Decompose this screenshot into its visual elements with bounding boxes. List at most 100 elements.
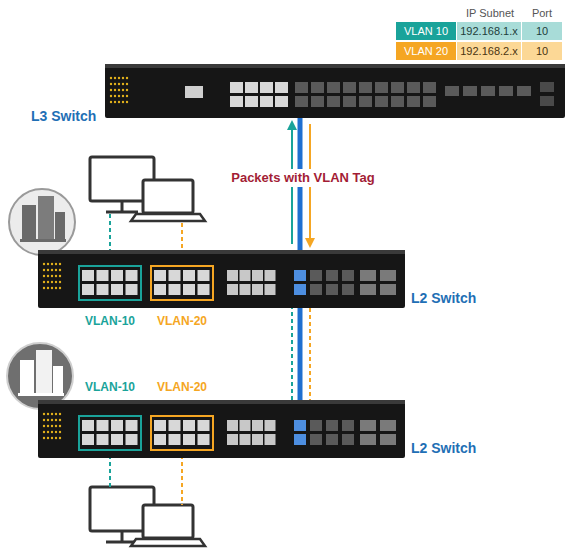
- table-header: IP Subnet: [458, 5, 522, 21]
- table-cell: 192.168.1.x: [457, 22, 521, 40]
- status-led: [55, 419, 57, 421]
- status-led: [59, 281, 61, 283]
- status-led: [51, 437, 53, 439]
- status-led: [47, 287, 49, 289]
- switch-port: [310, 420, 322, 431]
- switch-port: [407, 96, 420, 107]
- switch-port: [126, 284, 138, 295]
- illustration-part: [143, 180, 193, 213]
- switch-port: [499, 86, 513, 96]
- status-led: [110, 101, 112, 103]
- trunk-cable: [298, 308, 303, 400]
- switch-port: [198, 420, 210, 431]
- table-cell: 10: [522, 42, 562, 60]
- switch-port: [342, 270, 354, 281]
- switch-port: [252, 270, 263, 281]
- status-led: [43, 275, 45, 277]
- switch-port: [275, 82, 288, 93]
- switch-port: [111, 270, 123, 281]
- illustration-part: [20, 360, 34, 393]
- status-led: [59, 431, 61, 433]
- status-led: [122, 89, 124, 91]
- switch-port: [240, 420, 251, 431]
- switch-port: [540, 96, 554, 106]
- switch-port: [252, 420, 263, 431]
- status-led: [55, 287, 57, 289]
- switch-port: [310, 284, 322, 295]
- switch-port: [295, 82, 308, 93]
- status-led: [51, 287, 53, 289]
- status-led: [51, 431, 53, 433]
- switch-port: [260, 82, 273, 93]
- switch-port: [198, 434, 210, 445]
- switch-port: [360, 284, 376, 295]
- switch-port: [111, 284, 123, 295]
- switch-port: [327, 82, 340, 93]
- switch-port: [227, 420, 238, 431]
- status-led: [59, 275, 61, 277]
- switch-port: [407, 82, 420, 93]
- status-led: [55, 413, 57, 415]
- status-led: [55, 281, 57, 283]
- network-switch: L2 Switch: [38, 250, 405, 308]
- status-led: [47, 263, 49, 265]
- switch-body: [38, 400, 405, 458]
- switch-port: [343, 82, 356, 93]
- status-led: [118, 101, 120, 103]
- switch-port: [227, 284, 238, 295]
- status-led: [126, 95, 128, 97]
- switch-port: [359, 82, 372, 93]
- illustration-part: [121, 531, 124, 541]
- status-led: [55, 269, 57, 271]
- status-led: [59, 287, 61, 289]
- switch-port: [126, 420, 138, 431]
- illustration-part: [55, 212, 65, 239]
- switch-port: [126, 434, 138, 445]
- vlan-port-group: [151, 416, 213, 450]
- switch-port: [169, 420, 181, 431]
- switch-port: [294, 434, 306, 445]
- switch-port: [375, 96, 388, 107]
- switch-port: [240, 270, 251, 281]
- switch-port: [252, 284, 263, 295]
- status-led: [114, 101, 116, 103]
- switch-port: [326, 284, 338, 295]
- illustration-part: [22, 205, 36, 239]
- status-led: [55, 263, 57, 265]
- switch-port: [252, 434, 263, 445]
- switch-edge: [105, 64, 565, 68]
- switch-port: [183, 270, 195, 281]
- switch-port: [185, 86, 203, 98]
- switch-port: [380, 434, 396, 445]
- status-led: [114, 77, 116, 79]
- switch-port: [295, 96, 308, 107]
- switch-port: [227, 434, 238, 445]
- table-cell: 192.168.2.x: [457, 42, 521, 60]
- trunk-link: [292, 308, 310, 400]
- illustration-part: [38, 196, 54, 239]
- switch-port: [540, 82, 554, 92]
- network-switch: L3 Switch: [105, 64, 565, 118]
- status-led: [59, 437, 61, 439]
- switch-body: [105, 64, 565, 118]
- switch-port: [227, 270, 238, 281]
- switch-port: [198, 284, 210, 295]
- switch-body: [38, 250, 405, 308]
- status-led: [118, 83, 120, 85]
- illustration-part: [131, 539, 205, 546]
- switch-port: [82, 284, 94, 295]
- switch-port: [183, 434, 195, 445]
- table-cell: VLAN 20: [396, 42, 456, 60]
- switch-port: [380, 270, 396, 281]
- switch-drawing: [105, 64, 565, 118]
- switch-port: [342, 434, 354, 445]
- switch-edge: [38, 400, 405, 404]
- status-led: [118, 89, 120, 91]
- status-led: [43, 419, 45, 421]
- status-led: [51, 425, 53, 427]
- switch-port: [294, 284, 306, 295]
- switch-port: [360, 434, 376, 445]
- illustration-part: [53, 366, 63, 393]
- switch-port: [245, 82, 258, 93]
- status-led: [51, 269, 53, 271]
